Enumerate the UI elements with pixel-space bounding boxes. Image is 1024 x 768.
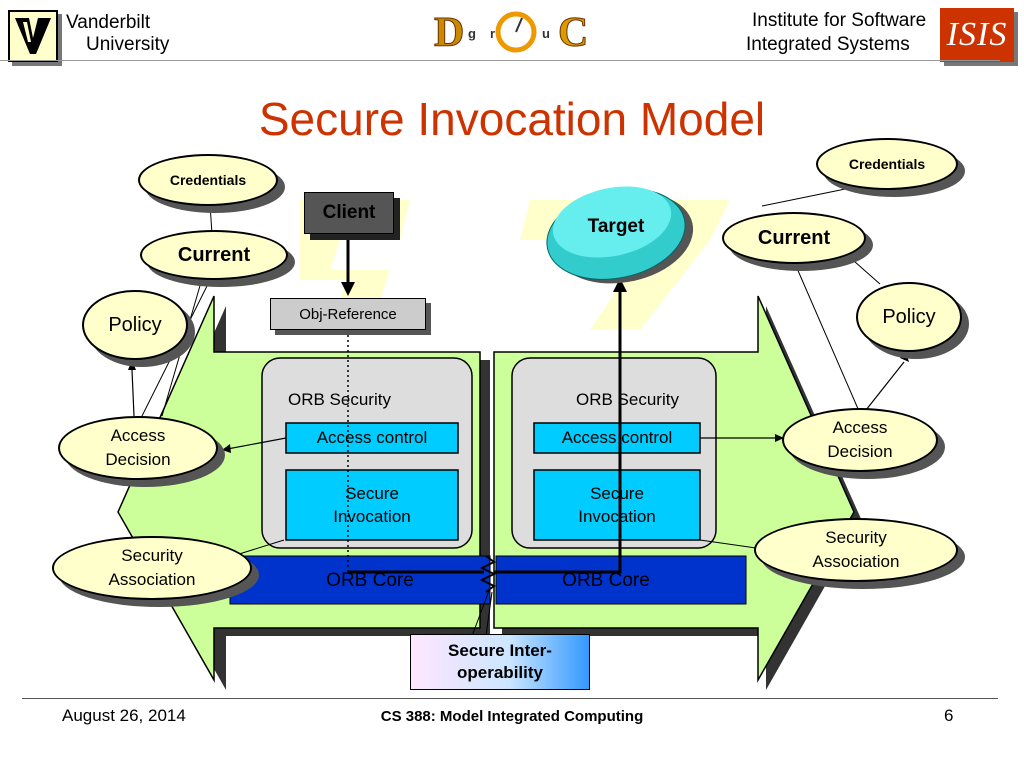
current-left-label: Current [177, 244, 251, 266]
university-name-line1: Vanderbilt [66, 12, 151, 33]
secure-invocation-right: Secure Invocation [534, 470, 700, 540]
policy-right: Policy [856, 282, 962, 352]
credentials-left: Credentials [138, 154, 278, 206]
access-control-left: Access control [316, 428, 428, 447]
security-association-left-l2: Association [108, 570, 196, 589]
isis-logo-text: ISIS [946, 16, 1008, 53]
svg-text:C: C [558, 10, 588, 54]
svg-text:g: g [468, 26, 476, 41]
isis-logo: ISIS [940, 8, 1014, 62]
secure-interop-l1: Secure Inter- [448, 641, 552, 660]
access-control-right: Access control [561, 428, 673, 447]
policy-right-label: Policy [882, 306, 936, 328]
orb-security-right: ORB Security [576, 390, 679, 409]
svg-text:r: r [490, 26, 495, 41]
footer-course: CS 388: Model Integrated Computing [380, 708, 644, 725]
access-decision-left-l2: Decision [105, 450, 171, 469]
credentials-right: Credentials [816, 138, 958, 190]
current-right-label: Current [757, 227, 831, 249]
obj-reference-box: Obj-Reference [270, 298, 426, 330]
access-decision-left-l1: Access [110, 426, 166, 445]
secure-interoperability-box: Secure Inter- operability [410, 634, 590, 690]
client-box: Client [304, 192, 394, 234]
university-name-line2: University [86, 34, 170, 55]
orb-core-left: ORB Core [326, 570, 414, 591]
security-association-right-l1: Security [825, 528, 887, 547]
page-number: 6 [944, 706, 954, 725]
policy-left-label: Policy [108, 314, 162, 336]
access-decision-left: Access Decision [58, 416, 218, 480]
svg-text:D: D [434, 10, 464, 54]
access-decision-right-l2: Decision [827, 442, 893, 461]
security-association-right-l2: Association [812, 552, 900, 571]
institute-name-line1: Institute for Software [752, 10, 927, 31]
orb-core-right: ORB Core [562, 570, 650, 591]
secure-invocation-right-l1: Secure [590, 484, 644, 503]
credentials-left-label: Credentials [169, 172, 247, 188]
obj-reference-label: Obj-Reference [299, 305, 397, 323]
header-rule [0, 60, 1000, 61]
orb-security-left: ORB Security [288, 390, 391, 409]
client-label: Client [322, 202, 376, 223]
secure-interop-l2: operability [457, 663, 543, 682]
target-label: Target [587, 216, 645, 237]
footer-date: August 26, 2014 [62, 706, 186, 725]
secure-invocation-left: Secure Invocation [286, 470, 458, 540]
institute-name-line2: Integrated Systems [746, 34, 910, 55]
vanderbilt-v-icon [15, 18, 51, 54]
current-right: Current [722, 212, 866, 264]
doc-group-logo: D g r u C D g r O u C p [430, 4, 600, 55]
current-left: Current [140, 230, 288, 280]
access-decision-right-l1: Access [832, 418, 888, 437]
slide-title: Secure Invocation Model [258, 93, 766, 145]
secure-invocation-right-l2: Invocation [578, 507, 656, 526]
security-association-left-l1: Security [121, 546, 183, 565]
secure-invocation-left-l1: Secure [345, 484, 399, 503]
security-association-left: Security Association [52, 536, 252, 600]
access-decision-right: Access Decision [782, 408, 938, 472]
svg-text:u: u [542, 26, 550, 41]
credentials-right-label: Credentials [848, 156, 926, 172]
vanderbilt-logo [8, 10, 58, 62]
security-association-right: Security Association [754, 518, 958, 582]
footer-rule [22, 698, 998, 699]
policy-left: Policy [82, 290, 188, 360]
secure-invocation-left-l2: Invocation [333, 507, 411, 526]
